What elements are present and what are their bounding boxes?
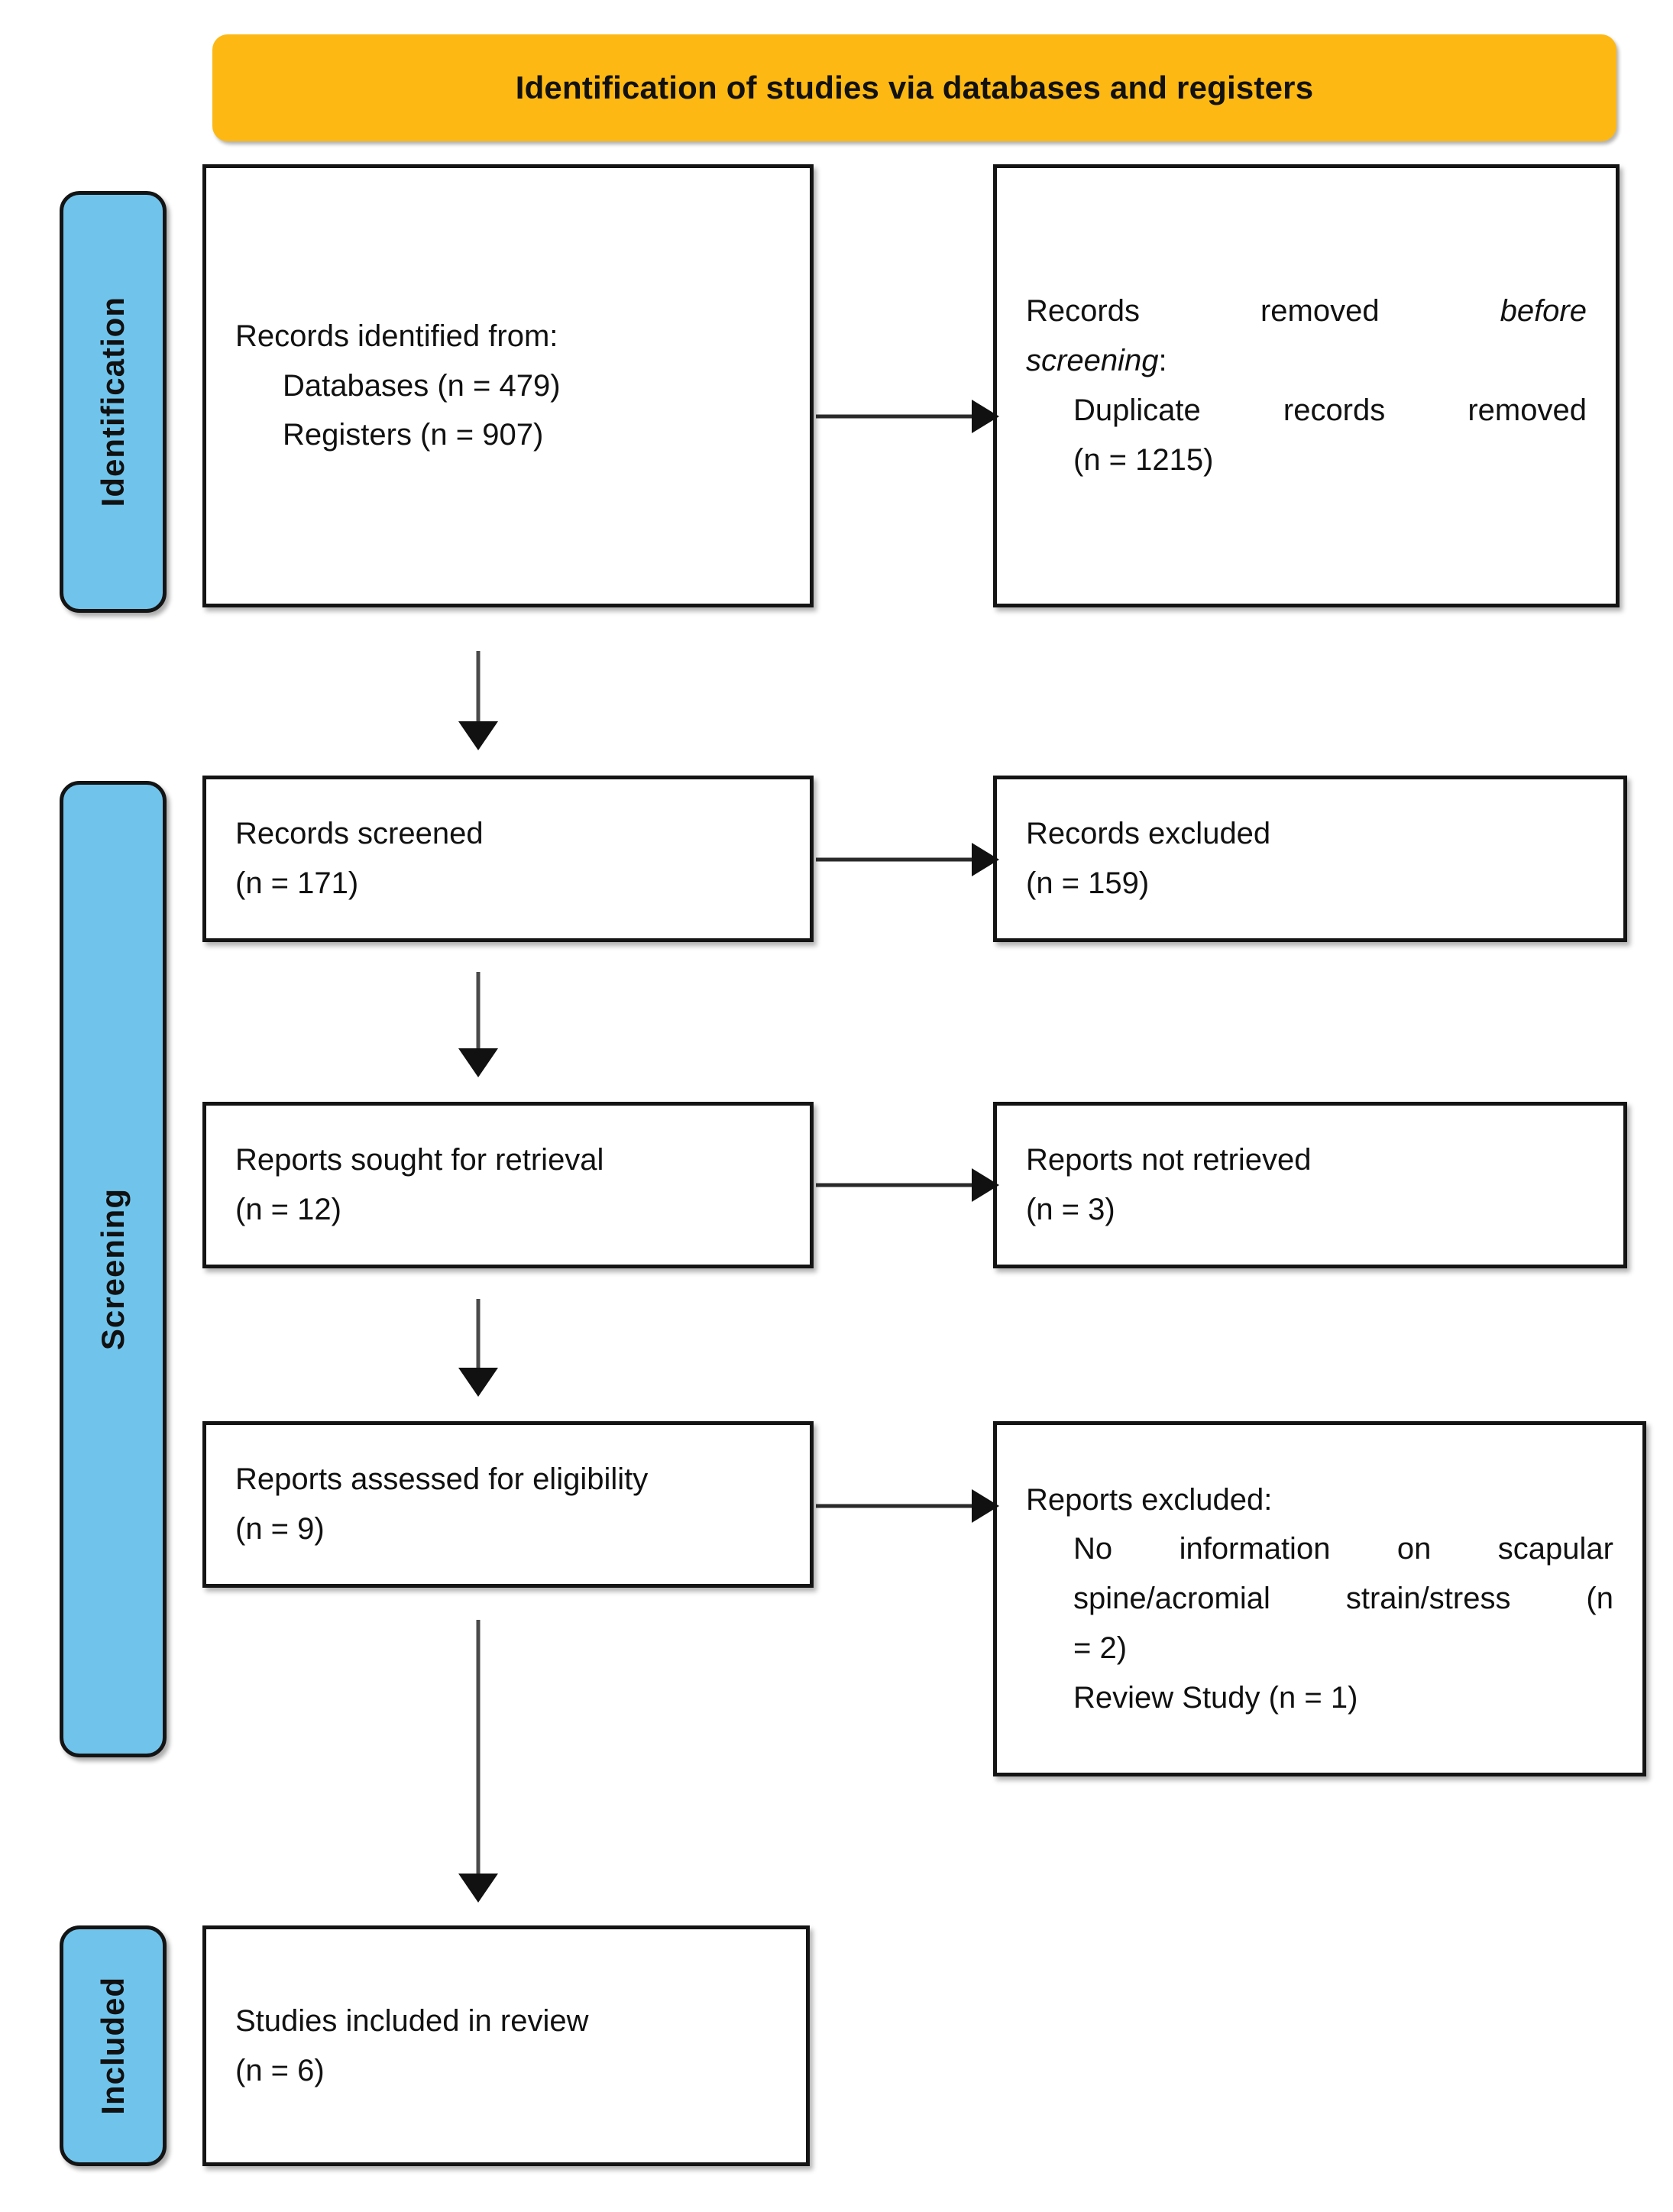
box-studies-included: Studies included in review (n = 6): [202, 1925, 810, 2166]
records-excluded-count: (n = 159): [1026, 866, 1150, 900]
records-removed-prefix: Records removed: [1026, 294, 1500, 329]
records-removed-heading-line1: Records removed before: [1026, 287, 1587, 336]
box-records-removed: Records removed before screening: Duplic…: [993, 164, 1620, 607]
arrow-head-icon: [972, 1489, 999, 1523]
reports-excluded-reason2: Review Study (n = 1): [1073, 1680, 1358, 1715]
records-excluded-label: Records excluded: [1026, 817, 1271, 851]
reports-sought-label: Reports sought for retrieval: [235, 1143, 604, 1177]
records-screened-label: Records screened: [235, 817, 484, 851]
studies-included-count: (n = 6): [235, 2053, 325, 2087]
arrow-sought-to-assessed: [458, 1299, 498, 1397]
phase-label-identification-text: Identification: [95, 296, 131, 507]
phase-label-included-text: Included: [95, 1977, 131, 2115]
records-removed-duplicates: Duplicate records removed: [1073, 393, 1587, 427]
records-identified-registers: Registers (n = 907): [283, 418, 544, 452]
reports-sought-count: (n = 12): [235, 1193, 341, 1226]
arrow-shaft: [816, 1183, 973, 1187]
arrow-shaft: [476, 1299, 481, 1371]
studies-included-label: Studies included in review: [235, 2003, 589, 2038]
phase-label-screening: Screening: [60, 781, 167, 1757]
arrow-head-icon: [458, 1368, 498, 1397]
records-removed-colon: :: [1158, 344, 1167, 378]
arrow-shaft: [816, 1504, 973, 1508]
box-reports-not-retrieved: Reports not retrieved (n = 3): [993, 1102, 1627, 1268]
arrow-shaft: [816, 414, 973, 419]
box-reports-excluded-detail: Reports excluded: No information on scap…: [993, 1421, 1646, 1776]
reports-excluded-reason1-line1: No information on scapular: [1073, 1532, 1613, 1566]
arrow-shaft: [816, 857, 973, 862]
arrow-screened-to-sought: [458, 972, 498, 1077]
records-removed-count: (n = 1215): [1073, 442, 1214, 477]
box-records-identified: Records identified from: Databases (n = …: [202, 164, 814, 607]
arrow-head-icon: [458, 1874, 498, 1903]
header-banner-title: Identification of studies via databases …: [515, 70, 1314, 105]
arrow-shaft: [476, 972, 481, 1051]
reports-not-retrieved-label: Reports not retrieved: [1026, 1143, 1312, 1177]
arrow-screened-to-excluded: [816, 842, 999, 877]
records-removed-heading-line2: screening:: [1026, 336, 1587, 386]
phase-label-identification: Identification: [60, 191, 167, 613]
arrow-head-icon: [972, 1168, 999, 1202]
reports-assessed-label: Reports assessed for eligibility: [235, 1462, 649, 1497]
records-screened-count: (n = 171): [235, 866, 359, 900]
records-removed-italic-screening: screening: [1026, 344, 1159, 378]
box-records-excluded: Records excluded (n = 159): [993, 776, 1627, 942]
arrow-head-icon: [458, 1048, 498, 1077]
arrow-identified-to-removed: [816, 399, 999, 434]
box-reports-sought: Reports sought for retrieval (n = 12): [202, 1102, 814, 1268]
records-identified-databases: Databases (n = 479): [283, 368, 561, 403]
arrow-shaft: [476, 651, 481, 724]
arrow-assessed-to-reports-excluded: [816, 1488, 999, 1524]
arrow-head-icon: [972, 400, 999, 433]
arrow-assessed-to-included: [458, 1620, 498, 1903]
reports-not-retrieved-count: (n = 3): [1026, 1193, 1115, 1226]
phase-label-screening-text: Screening: [95, 1187, 131, 1351]
reports-excluded-reason1-line2: spine/acromial strain/stress (n: [1073, 1582, 1613, 1616]
header-banner: Identification of studies via databases …: [212, 34, 1616, 141]
reports-assessed-count: (n = 9): [235, 1512, 325, 1546]
records-identified-heading: Records identified from:: [235, 319, 558, 353]
reports-excluded-reason1-count: = 2): [1073, 1631, 1128, 1665]
arrow-shaft: [476, 1620, 481, 1877]
arrow-head-icon: [458, 721, 498, 750]
arrow-head-icon: [972, 843, 999, 876]
arrow-sought-to-not-retrieved: [816, 1168, 999, 1203]
records-removed-italic-before: before: [1500, 294, 1587, 329]
reports-excluded-heading: Reports excluded:: [1026, 1482, 1273, 1517]
phase-label-included: Included: [60, 1925, 167, 2166]
box-records-screened: Records screened (n = 171): [202, 776, 814, 942]
arrow-identified-to-screened: [458, 651, 498, 750]
box-reports-assessed: Reports assessed for eligibility (n = 9): [202, 1421, 814, 1588]
